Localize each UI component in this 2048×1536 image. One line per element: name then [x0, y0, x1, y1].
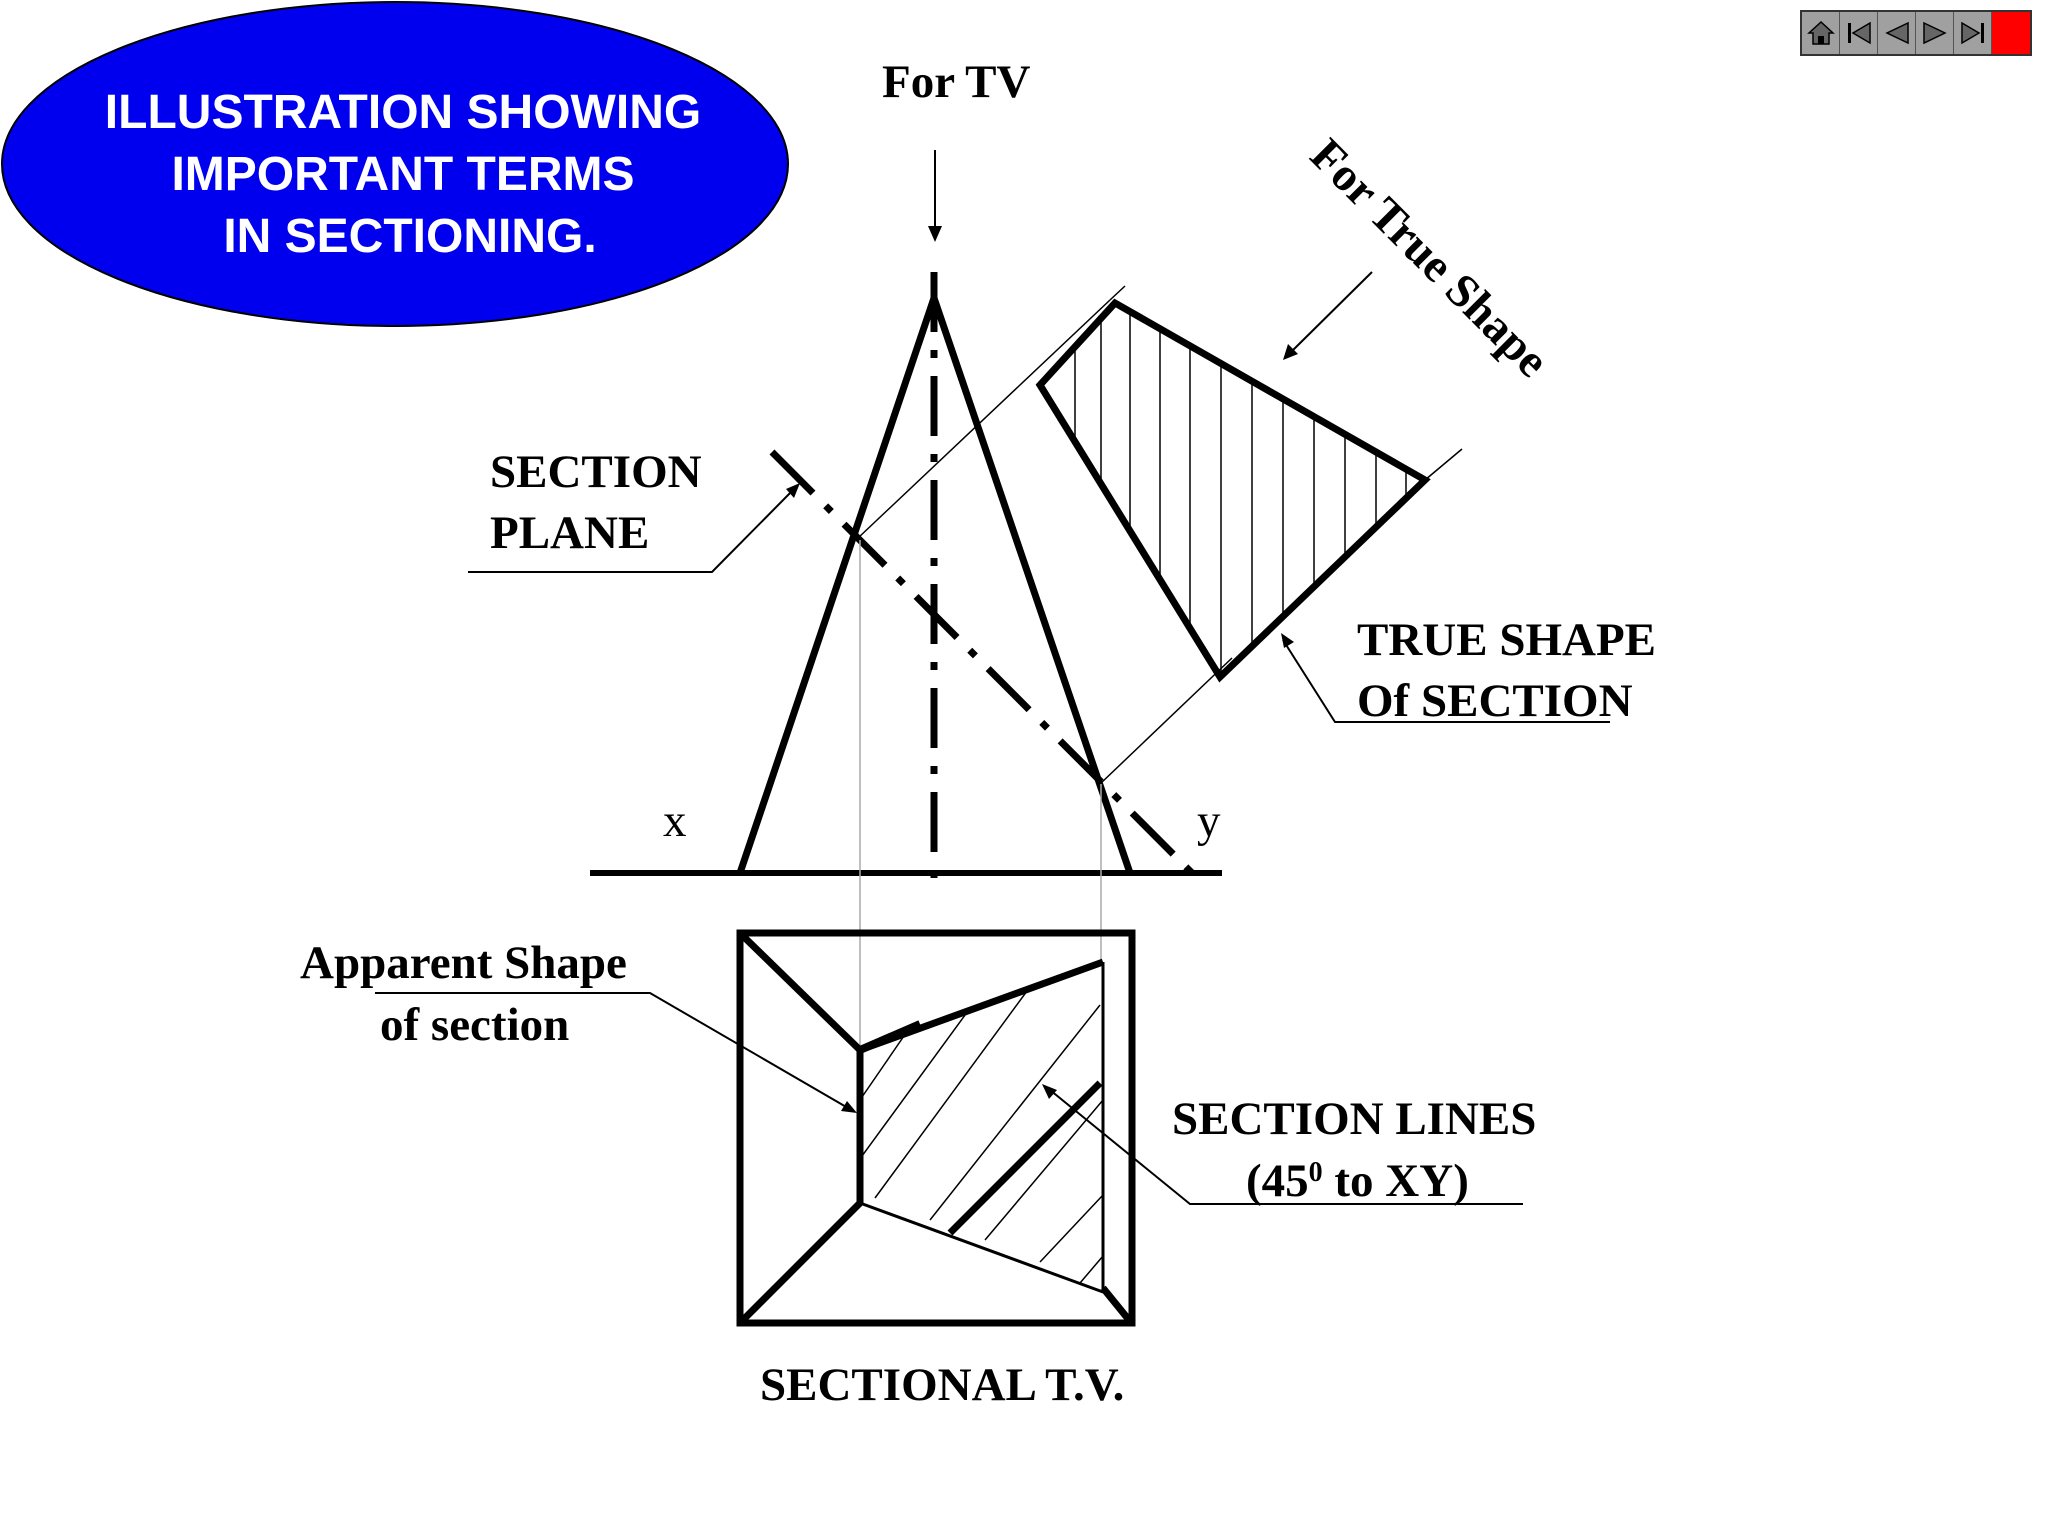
section-lines-label-2a: (45	[1246, 1155, 1309, 1207]
apparent-shape-label-2: of section	[380, 999, 569, 1051]
top-view-square	[736, 929, 1136, 1327]
section-plane-label-1: SECTION	[490, 446, 702, 498]
for-tv-arrowhead	[928, 226, 942, 242]
stop-icon[interactable]	[1992, 12, 2030, 54]
true-shape-arrowhead	[1281, 633, 1294, 648]
slide-nav-bar	[1800, 10, 2032, 56]
for-true-shape-label: For True Shape	[1300, 129, 1558, 387]
projector-upper	[857, 299, 1111, 539]
apparent-shape-arrowhead	[841, 1101, 857, 1113]
true-shape-label-2: Of SECTION	[1357, 675, 1633, 727]
sectional-top-view	[736, 929, 1136, 1327]
section-plane-label-2: PLANE	[490, 507, 649, 559]
for-true-shape-arrow	[1289, 271, 1373, 354]
for-true-shape-arrowhead	[1283, 344, 1298, 360]
true-shape-label-1: TRUE SHAPE	[1357, 614, 1656, 666]
apparent-shape-leader	[375, 992, 849, 1109]
last-slide-icon[interactable]	[1954, 12, 1992, 54]
first-slide-icon[interactable]	[1840, 12, 1878, 54]
section-plane-leader	[468, 487, 796, 573]
title-line-3: IN SECTIONING.	[223, 210, 596, 263]
title-ellipse: ILLUSTRATION SHOWING IMPORTANT TERMS IN …	[1, 1, 789, 327]
true-shape-section	[1035, 298, 1431, 683]
for-tv-label: For TV	[882, 56, 1030, 108]
home-icon[interactable]	[1802, 12, 1840, 54]
projector-lower	[1099, 657, 1233, 785]
previous-slide-icon[interactable]	[1878, 12, 1916, 54]
section-plane-line	[769, 449, 1195, 876]
projector-right-ext	[1424, 448, 1463, 481]
projector-upper-ext	[1109, 285, 1126, 301]
next-slide-icon[interactable]	[1916, 12, 1954, 54]
apparent-shape-label-1: Apparent Shape	[300, 937, 627, 989]
section-lines-label-2: (450 to XY)	[1246, 1155, 1469, 1207]
true-shape-outline	[1035, 298, 1431, 683]
section-lines-degree: 0	[1309, 1157, 1323, 1188]
true-shape-hatching	[1074, 311, 1407, 675]
x-label: x	[663, 795, 687, 847]
section-lines-label-2b: to XY)	[1323, 1155, 1469, 1207]
section-lines-leader	[1049, 1089, 1523, 1205]
section-lines-hatching	[861, 990, 1104, 1284]
title-line-1: ILLUSTRATION SHOWING	[105, 86, 701, 139]
section-plane-arrowhead	[786, 483, 800, 498]
sectional-tv-caption: SECTIONAL T.V.	[760, 1359, 1124, 1411]
title-line-2: IMPORTANT TERMS	[171, 148, 634, 201]
section-lines-label-1: SECTION LINES	[1172, 1093, 1536, 1145]
y-label: y	[1197, 795, 1221, 847]
true-shape-leader	[1282, 639, 1610, 723]
section-lines-arrowhead	[1042, 1084, 1057, 1099]
section-line-bold	[947, 1080, 1103, 1236]
